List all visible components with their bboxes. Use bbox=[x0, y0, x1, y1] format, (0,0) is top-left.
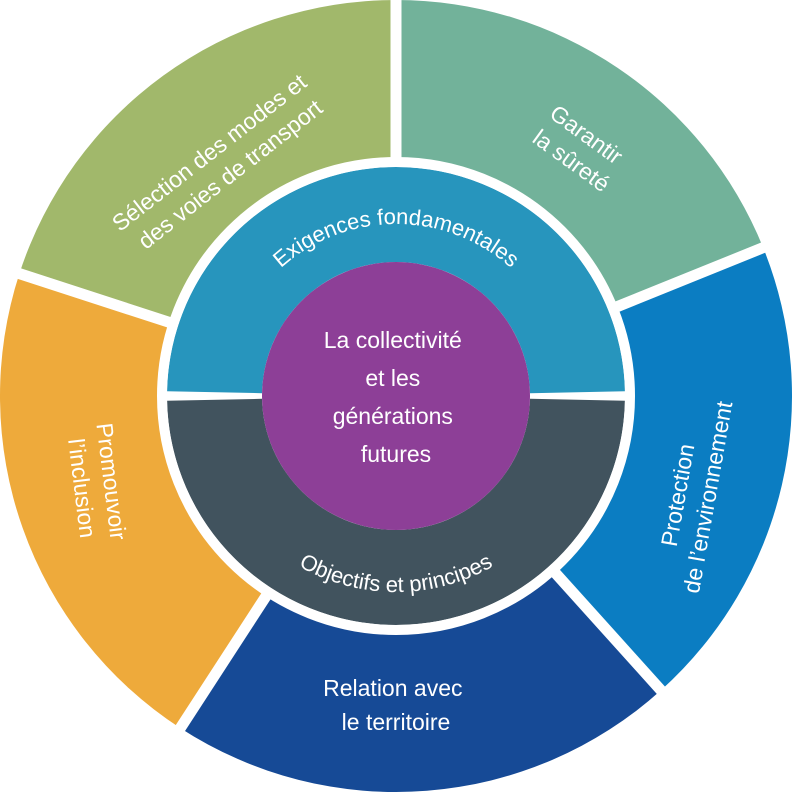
outer-separator bbox=[547, 564, 668, 697]
inner-ring-top-segment bbox=[167, 167, 625, 394]
inner-ring-bottom-segment bbox=[167, 398, 625, 625]
outer-segment-environnement bbox=[552, 247, 792, 691]
outer-ring-separators bbox=[13, 0, 769, 735]
outer-segment-surete bbox=[396, 0, 764, 309]
center-label-line: futures bbox=[361, 441, 431, 467]
outer-segment-inclusion bbox=[0, 273, 269, 729]
center-label: La collectivité et les générations futur… bbox=[324, 327, 468, 467]
inner-ring-border bbox=[157, 157, 635, 635]
center-circle bbox=[262, 262, 530, 530]
segment-label-territoire: Relation avec le territoire bbox=[323, 675, 469, 735]
center-label-line: générations bbox=[333, 403, 453, 429]
outer-segment-territoire bbox=[180, 569, 661, 792]
outer-segment-selection bbox=[19, 0, 396, 324]
outer-separator bbox=[609, 241, 769, 315]
outer-separator bbox=[173, 587, 275, 735]
center-label-line: La collectivité bbox=[324, 327, 462, 353]
outer-separator bbox=[13, 267, 178, 330]
center-label-line: et les bbox=[365, 365, 420, 391]
